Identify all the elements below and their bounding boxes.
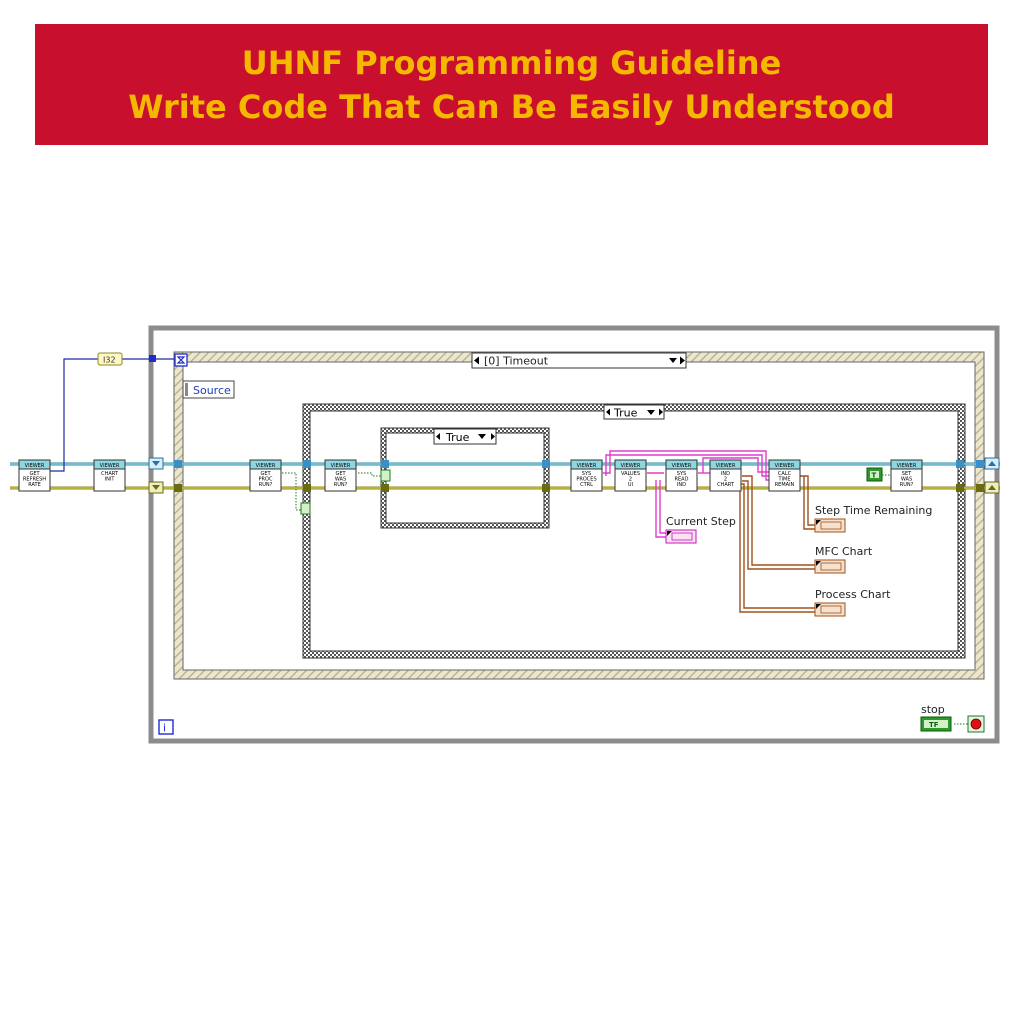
subvi-label-line: CHART [101, 471, 119, 477]
boolean-wires[interactable] [282, 469, 968, 725]
down-arrow-icon [152, 485, 160, 490]
dropdown-arrow-icon [669, 358, 677, 363]
shift-register-left[interactable] [148, 457, 164, 494]
mfc-chart-label: MFC Chart [815, 545, 873, 558]
shift-register-right[interactable] [984, 457, 1000, 494]
event-case-selector[interactable]: [0] Timeout [471, 352, 687, 369]
subvi-label-line: GET [260, 471, 271, 477]
subvi-label-line: GET [335, 471, 346, 477]
step-time-remaining-label: Step Time Remaining [815, 504, 932, 517]
subvi-label-line: REFRESH [23, 477, 46, 483]
i32-label: I32 [103, 356, 116, 365]
while-loop-frame[interactable] [148, 325, 1000, 744]
subvi-label-line: RUN? [900, 482, 914, 488]
subvi-label-line: READ [675, 477, 689, 483]
subvi-label-line: VALUES [621, 471, 640, 477]
subvi-label-line: PROC [259, 477, 273, 483]
subvi-label-line: SYS [677, 471, 686, 477]
iteration-label: i [163, 722, 166, 735]
timeout-terminal-icon [174, 353, 188, 367]
dropdown-arrow-icon [647, 410, 655, 415]
subvi-header: VIEWER [672, 463, 692, 469]
up-arrow-icon [988, 461, 996, 466]
subvi-header: VIEWER [25, 463, 45, 469]
subvi-label-line: IND [677, 482, 686, 488]
outer-case-label: True [613, 407, 638, 420]
inner-case-selector[interactable]: True [433, 428, 497, 445]
subvi-header: VIEWER [897, 463, 917, 469]
stop-terminal-label: TF [929, 721, 939, 729]
subvi-label-line: RATE [28, 482, 41, 488]
subvi-header: VIEWER [775, 463, 795, 469]
subvi-label-line: 2 [724, 477, 727, 483]
current-step-indicator[interactable]: Current Step [665, 515, 736, 544]
loop-tunnel [149, 355, 156, 362]
subvi-label-line: SYS [582, 471, 591, 477]
inner-case-structure[interactable] [380, 427, 550, 529]
banner-title-line-2: Write Code That Can Be Easily Understood [128, 88, 895, 126]
subvi-header: VIEWER [331, 463, 351, 469]
subvi-label-line: RUN? [334, 482, 348, 488]
subvi-label-line: SET [902, 471, 912, 477]
down-arrow-icon [152, 461, 160, 466]
refresh-rate-wire[interactable] [50, 358, 174, 472]
stop-sign-icon [970, 718, 982, 730]
subvi-header: VIEWER [256, 463, 276, 469]
process-chart-label: Process Chart [815, 588, 891, 601]
title-banner: UHNF Programming Guideline Write Code Th… [35, 24, 988, 145]
subvi-label-line: PROCES [576, 477, 596, 483]
outer-case-selector[interactable]: True [603, 404, 665, 420]
step-time-remaining-indicator[interactable]: Step Time Remaining [814, 504, 932, 533]
true-constant-label: T [872, 472, 877, 480]
up-arrow-icon [988, 485, 996, 490]
event-source-label: Source [193, 384, 231, 397]
event-source-node[interactable]: Source [182, 380, 235, 399]
chart-wires[interactable] [739, 475, 815, 613]
subvi-label-line: IND [721, 471, 730, 477]
iteration-terminal: i [158, 719, 174, 735]
banner-title-line-1: UHNF Programming Guideline [241, 44, 782, 82]
subvi-label-line: CTRL [580, 482, 593, 488]
subvi-label-line: 2 [629, 477, 632, 483]
subvi-label-line: TIME [777, 477, 790, 483]
stop-control[interactable]: stop TF [920, 703, 952, 732]
subvi-label-line: CALC [778, 471, 792, 477]
subvi-label-line: INIT [105, 477, 116, 483]
process-chart-indicator[interactable]: Process Chart [814, 588, 891, 617]
subvi-label-line: UI [628, 482, 633, 488]
subvi-header: VIEWER [100, 463, 120, 469]
subvi-header: VIEWER [577, 463, 597, 469]
current-step-label: Current Step [666, 515, 736, 528]
loop-condition-terminal[interactable] [967, 715, 985, 733]
subvi-label-line: WAS [335, 477, 346, 483]
subvi-label-line: RUN? [259, 482, 273, 488]
dropdown-arrow-icon [478, 434, 486, 439]
subvi-header: VIEWER [621, 463, 641, 469]
structure-tunnels [174, 460, 984, 492]
current-step-wires[interactable] [603, 450, 771, 538]
inner-case-label: True [445, 431, 470, 444]
i32-constant[interactable]: I32 [97, 352, 123, 366]
subvi-header: VIEWER [716, 463, 736, 469]
subvi-label-line: CHART [717, 482, 735, 488]
stop-label: stop [921, 703, 945, 716]
subvi-label-line: WAS [901, 477, 912, 483]
event-case-label: [0] Timeout [484, 355, 549, 368]
subvi-label-line: REMAIN [775, 482, 795, 488]
subvi-label-line: GET [29, 471, 40, 477]
true-constant[interactable]: T [866, 467, 883, 482]
mfc-chart-indicator[interactable]: MFC Chart [814, 545, 873, 574]
